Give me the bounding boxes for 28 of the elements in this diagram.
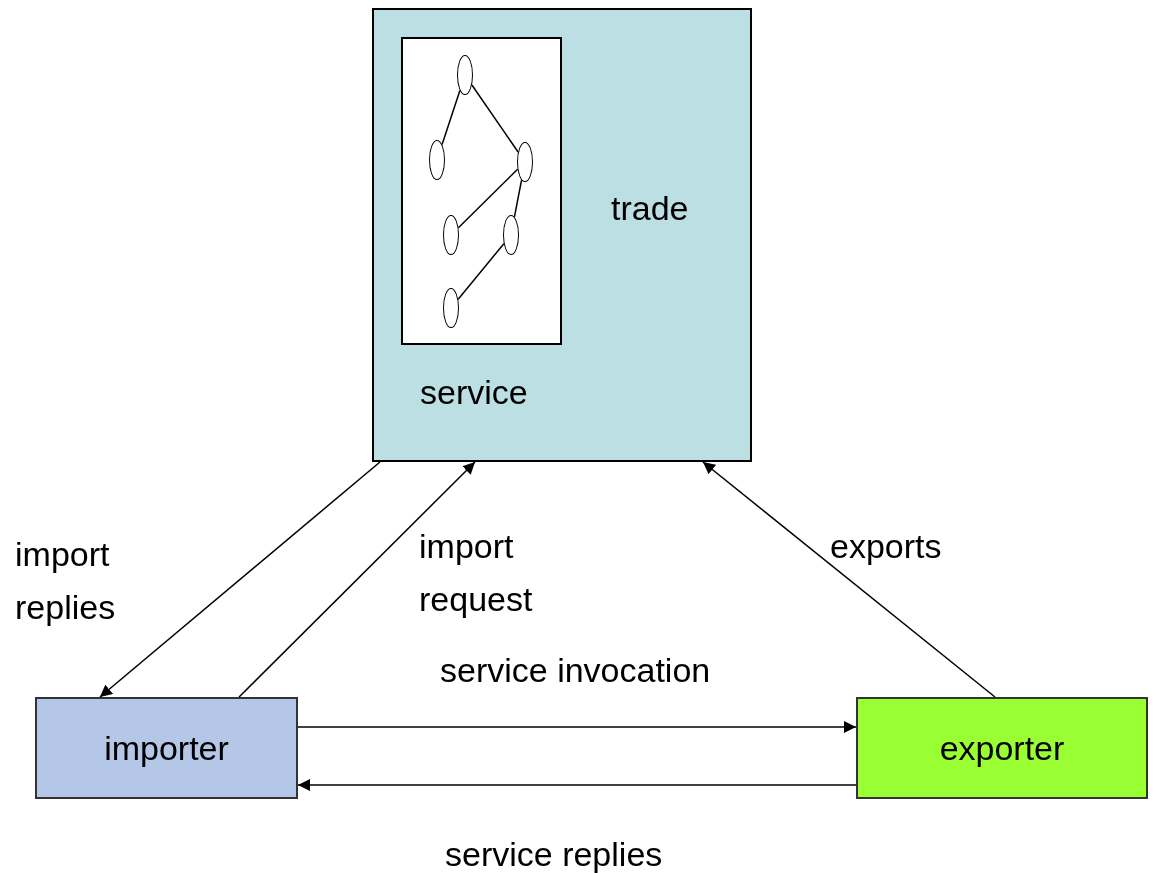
connector-line bbox=[457, 243, 505, 300]
exporter-box bbox=[856, 697, 1148, 799]
importer-box bbox=[35, 697, 298, 799]
arrow bbox=[238, 461, 476, 698]
ellipse-node bbox=[503, 215, 519, 255]
connector-line bbox=[441, 89, 461, 146]
arrow bbox=[99, 461, 381, 698]
ellipse-node bbox=[517, 142, 533, 182]
edge-label: import replies bbox=[15, 534, 117, 628]
edge-label: service replies bbox=[445, 834, 664, 873]
node-label: service bbox=[420, 372, 528, 413]
connector-line bbox=[513, 179, 523, 218]
edge-label: exports bbox=[830, 526, 943, 567]
ellipse-node bbox=[443, 215, 459, 255]
node-label: trade bbox=[611, 188, 689, 229]
edge-label: service invocation bbox=[440, 650, 712, 691]
node-label: exporter bbox=[938, 727, 1066, 769]
arrow bbox=[297, 721, 857, 733]
connector-line bbox=[471, 84, 519, 153]
edge-label: import request bbox=[419, 526, 534, 620]
ellipse-node bbox=[429, 140, 445, 180]
arrow bbox=[702, 461, 996, 698]
ellipse-node bbox=[443, 288, 459, 328]
trade-box bbox=[372, 8, 752, 462]
node-label: importer bbox=[103, 727, 230, 769]
connector-line bbox=[457, 168, 519, 229]
arrow bbox=[297, 779, 857, 792]
ellipse-node bbox=[457, 55, 473, 95]
